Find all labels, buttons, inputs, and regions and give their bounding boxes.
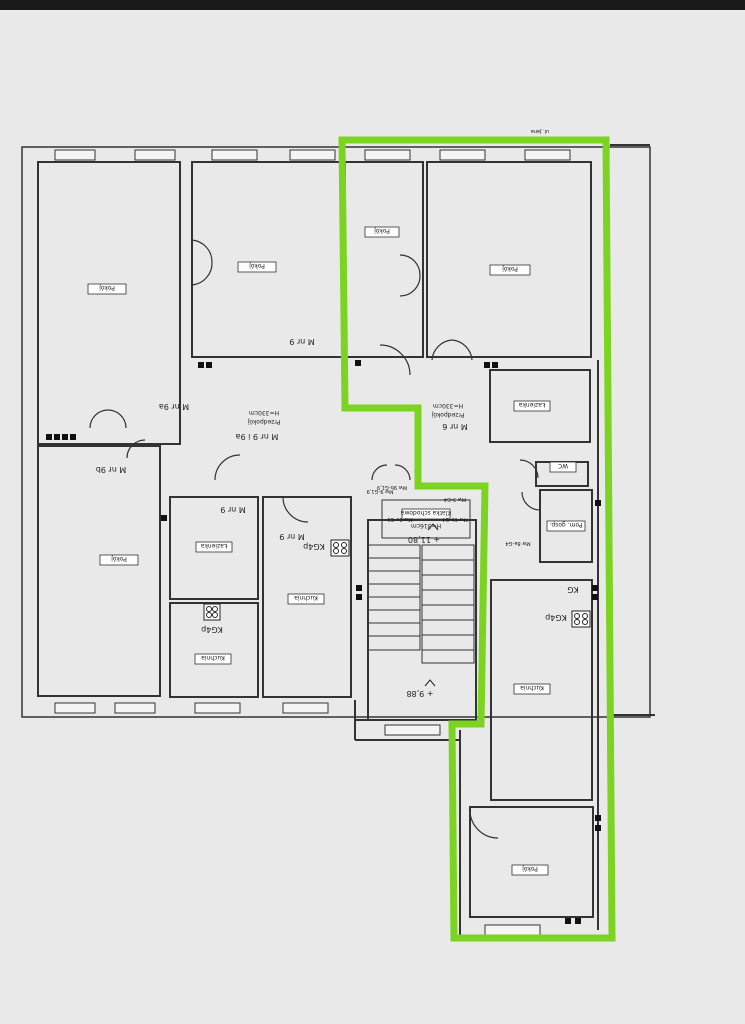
apartment-highlight-outline [338,136,616,942]
stove-icons [203,539,591,628]
room-label-kuchnia: Kuchnia [201,654,225,661]
stove-icon [330,539,350,557]
room-label-pokoj: Pokój [502,265,518,272]
annotations: KG4p KG4p KG4p KG M nr 6 M nr 9a M nr 9 … [96,128,579,698]
label-kg: KG [567,585,578,594]
room-label-kuchnia: Kuchnia [520,684,544,691]
label-ventilation: Mw 8a-G4 [505,540,530,546]
room-label-pokoj: Pokój [111,555,127,562]
label-height: H=316cm [411,522,441,529]
label-przedpokoj: Przedpokój [431,411,464,418]
walls [21,144,655,941]
label-przedpokoj: Przedpokój [247,418,280,425]
label-m-nr-9: M nr 9 [279,532,304,541]
label-m-nr-9a: M nr 9a [159,402,189,411]
room-label-wc: WC [558,462,568,469]
room-label-lazienka: Łazienka [200,542,228,549]
room-label-pokoj: Pokój [99,284,115,291]
door-swings [89,239,541,839]
label-m-nr-6: M nr 6 [442,422,467,431]
label-m-nr-9: M nr 9 [289,337,314,346]
room-label-pokoj: Pokój [374,227,390,234]
scan-top-edge [0,0,745,10]
room-label-kuchnia: Kuchnia [294,594,318,601]
label-height: H=330cm [433,402,463,409]
staircase [367,499,475,664]
label-m-nr-9-9a: M nr 9 i 9a [236,432,279,441]
label-header-note: ul. Jana [531,128,550,134]
label-ventilation: Mw 9-G1,9 [367,488,394,494]
level-markers [424,523,439,687]
room-label-pokoj: Pokój [522,865,538,872]
room-labels: Pokój Pokój Pokój Pokój Łazienka WC Pom.… [87,226,586,876]
stove-icon [571,610,591,628]
label-ventilation: Mw 9-G4 [444,496,466,502]
label-level: + 9,88 [406,689,433,698]
label-m-nr-9: M nr 9 [220,505,245,514]
label-ventilation: Mw 6b-G4 [442,516,467,522]
label-kg4p: KG4p [545,613,567,622]
label-ventilation: Mw 9b-G1,9 [377,484,407,490]
label-m-nr-9b: M nr 9b [96,465,127,474]
label-kg4p: KG4p [201,625,223,634]
label-kg4p: KG4p [303,542,325,551]
ventilation-symbols [46,360,601,924]
label-level: + 11,80 [408,535,440,544]
room-label-pokoj: Pokój [249,262,265,269]
room-label-pom-gosp: Pom. gosp. [549,521,582,528]
stove-icon [203,603,221,621]
room-label-klatka: Klatka schodowa [400,509,451,516]
label-height: H=330cm [249,409,279,416]
label-ventilation: Mw 9a-G1 [387,516,412,522]
windows [54,149,571,936]
room-label-lazienka: Łazienka [518,401,546,408]
